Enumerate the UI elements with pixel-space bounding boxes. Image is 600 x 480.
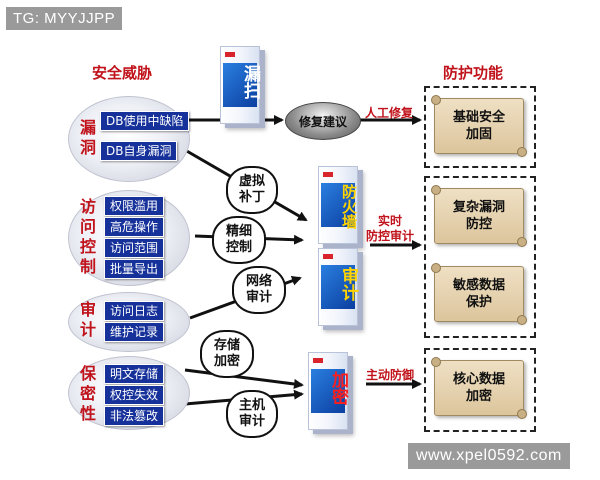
- function-complex-vuln: 复杂漏洞 防控: [431, 185, 527, 247]
- product-vuln-scanner-label: 漏扫: [240, 65, 260, 99]
- arrow-store-to-encrypt: [184, 368, 304, 389]
- category-confidentiality: 保密性: [79, 364, 96, 423]
- label-manual-repair: 人工修复: [365, 106, 414, 120]
- product-encryption-label: 加密: [328, 371, 348, 405]
- category-audit: 审计: [79, 300, 96, 339]
- threat-bulk-export[interactable]: 批量导出: [104, 259, 165, 279]
- threat-db-own-vuln[interactable]: DB自身漏洞: [100, 141, 178, 161]
- group-vulnerability: [68, 96, 190, 182]
- product-audit-label: 审计: [338, 267, 358, 301]
- watermark-top: TG: MYYJJPP: [6, 7, 123, 30]
- label-realtime-audit: 实时 防控审计: [366, 214, 415, 243]
- category-vulnerability: 漏洞: [79, 118, 96, 157]
- watermark-bottom: www.xpel0592.com: [408, 443, 570, 469]
- function-sensitive-data: 敏感数据 保护: [431, 263, 527, 325]
- cloud-fine-control: 精细 控制: [212, 216, 266, 264]
- functions-title: 防护功能: [443, 64, 504, 82]
- cloud-host-audit: 主机 审计: [226, 390, 278, 438]
- threat-high-risk-op[interactable]: 高危操作: [104, 217, 165, 237]
- cloud-storage-encrypt: 存储 加密: [200, 330, 254, 378]
- threat-access-scope[interactable]: 访问范围: [104, 238, 165, 258]
- product-encryption[interactable]: 加密: [308, 352, 348, 430]
- threats-title: 安全威胁: [92, 64, 153, 82]
- threat-control-failure[interactable]: 权控失效: [104, 385, 165, 405]
- cloud-network-audit: 网络 审计: [232, 266, 286, 314]
- function-core-encrypt: 核心数据 加密: [431, 357, 527, 419]
- product-brand-mark: [225, 52, 235, 57]
- threat-privilege-abuse[interactable]: 权限滥用: [104, 196, 165, 216]
- product-firewall-label: 防火墙: [340, 184, 358, 229]
- product-vuln-scanner[interactable]: 漏扫: [220, 46, 260, 124]
- threat-db-usage-defect[interactable]: DB使用中缺陷: [100, 111, 190, 131]
- function-base-hardening: 基础安全 加固: [431, 95, 527, 157]
- cloud-virtual-patch: 虚拟 补丁: [226, 166, 278, 214]
- product-audit[interactable]: 审计: [318, 248, 358, 326]
- threat-illegal-tamper[interactable]: 非法篡改: [104, 406, 165, 426]
- threat-maintenance-record[interactable]: 维护记录: [104, 322, 165, 342]
- category-access-control: 访问控制: [79, 197, 96, 276]
- repair-advice-node: 修复建议: [285, 102, 361, 140]
- product-firewall[interactable]: 防火墙: [318, 166, 358, 244]
- threat-access-log[interactable]: 访问日志: [104, 301, 165, 321]
- threat-plaintext-storage[interactable]: 明文存储: [104, 364, 165, 384]
- label-active-defense: 主动防御: [366, 368, 415, 382]
